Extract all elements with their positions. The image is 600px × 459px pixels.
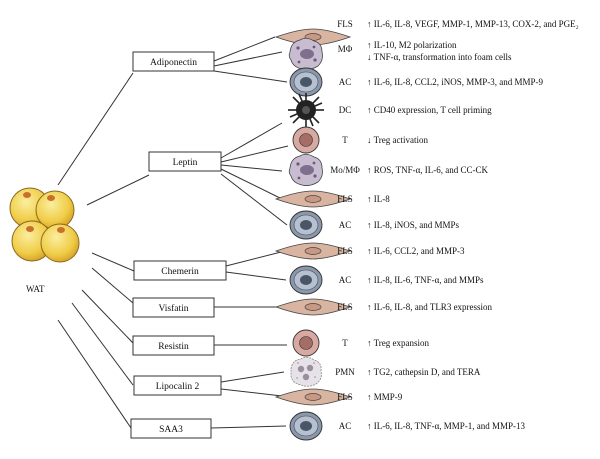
fibroblast-icon (274, 190, 352, 208)
adipokine-label: Visfatin (158, 303, 188, 314)
effect-text: ↑ ROS, TNF-α, IL-6, and CC-CK (367, 165, 489, 175)
wat-fat-cells-icon (9, 187, 80, 263)
chondrocyte-icon (289, 265, 323, 295)
adipokine-box-lipocalin-2: Lipocalin 2 (133, 375, 222, 396)
cell-label: AC (339, 275, 352, 285)
chondrocyte-icon (289, 67, 323, 97)
cell-label: FLS (337, 302, 353, 312)
cell-labels: FLS MΦ AC DC T Mo/MΦ FLS AC FLS AC FLS T… (330, 19, 360, 431)
connector-lines (57, 36, 289, 429)
adipokine-label: Chemerin (161, 267, 199, 277)
fibroblast-icon (274, 28, 352, 46)
cell-label: T (342, 135, 348, 145)
cell-label: AC (339, 77, 352, 87)
cell-label: AC (339, 421, 352, 431)
cell-label: FLS (337, 246, 353, 256)
adipokine-box-saa3: SAA3 (130, 418, 212, 439)
effect-text: ↑ IL-8 (367, 194, 390, 204)
adipokine-label: Adiponectin (150, 58, 197, 68)
cell-label: FLS (337, 19, 353, 29)
effect-texts: ↑ IL-6, IL-8, VEGF, MMP-1, MMP-13, COX-2… (367, 19, 579, 431)
effect-text: ↑ MMP-9 (367, 392, 403, 402)
cell-label: DC (339, 105, 352, 115)
dendritic-cell-icon (288, 93, 324, 127)
effect-text: ↑ IL-10, M2 polarization (367, 40, 457, 50)
effect-text: ↑ IL-6, CCL2, and MMP-3 (367, 246, 465, 256)
cell-label: T (342, 338, 348, 348)
fibroblast-icon (274, 242, 352, 260)
adipokine-label: Leptin (173, 158, 198, 168)
adipokine-box-adiponectin: Adiponectin (132, 51, 215, 72)
effect-text: ↓ TNF-α, transformation into foam cells (367, 52, 512, 62)
cell-label: Mo/MΦ (330, 165, 360, 175)
cell-label: FLS (337, 194, 353, 204)
chondrocyte-icon (289, 210, 323, 240)
cell-label: AC (339, 220, 352, 230)
adipokine-box-chemerin: Chemerin (133, 260, 227, 281)
cell-label: PMN (335, 367, 355, 377)
fibroblast-icon (274, 388, 352, 406)
t-cell-icon (292, 126, 320, 154)
effect-text: ↑ IL-8, IL-6, TNF-α, and MMPs (367, 275, 484, 285)
macrophage-icon (288, 37, 323, 70)
effect-text: ↑ Treg expansion (367, 338, 430, 348)
effect-text: ↓ Treg activation (367, 135, 428, 145)
adipokine-label: Lipocalin 2 (156, 382, 200, 392)
macrophage-icon (288, 153, 323, 186)
wat-label: WAT (26, 284, 45, 294)
adipokine-label: SAA3 (159, 425, 183, 435)
fibroblast-icon (274, 298, 352, 316)
chondrocyte-icon (289, 411, 323, 441)
effect-text: ↑ IL-6, IL-8, and TLR3 expression (367, 302, 493, 312)
effect-text: ↑ IL-8, iNOS, and MMPs (367, 220, 460, 230)
neutrophil-icon (290, 356, 322, 387)
effect-text: ↑ IL-6, IL-8, TNF-α, MMP-1, and MMP-13 (367, 421, 526, 431)
effect-text: ↑ IL-6, IL-8, CCL2, iNOS, MMP-3, and MMP… (367, 77, 544, 87)
adipokine-box-visfatin: Visfatin (132, 297, 215, 318)
effect-text: ↑ CD40 expression, T cell priming (367, 105, 492, 115)
adipokine-box-resistin: Resistin (132, 335, 215, 356)
adipokine-label: Resistin (158, 342, 189, 352)
adipokine-box-leptin: Leptin (148, 151, 222, 172)
t-cell-icon (292, 329, 320, 357)
effect-text: ↑ IL-6, IL-8, VEGF, MMP-1, MMP-13, COX-2… (367, 19, 579, 29)
cell-label: FLS (337, 392, 353, 402)
cell-label: MΦ (338, 44, 353, 54)
effect-text: ↑ TG2, cathepsin D, and TERA (367, 367, 481, 377)
